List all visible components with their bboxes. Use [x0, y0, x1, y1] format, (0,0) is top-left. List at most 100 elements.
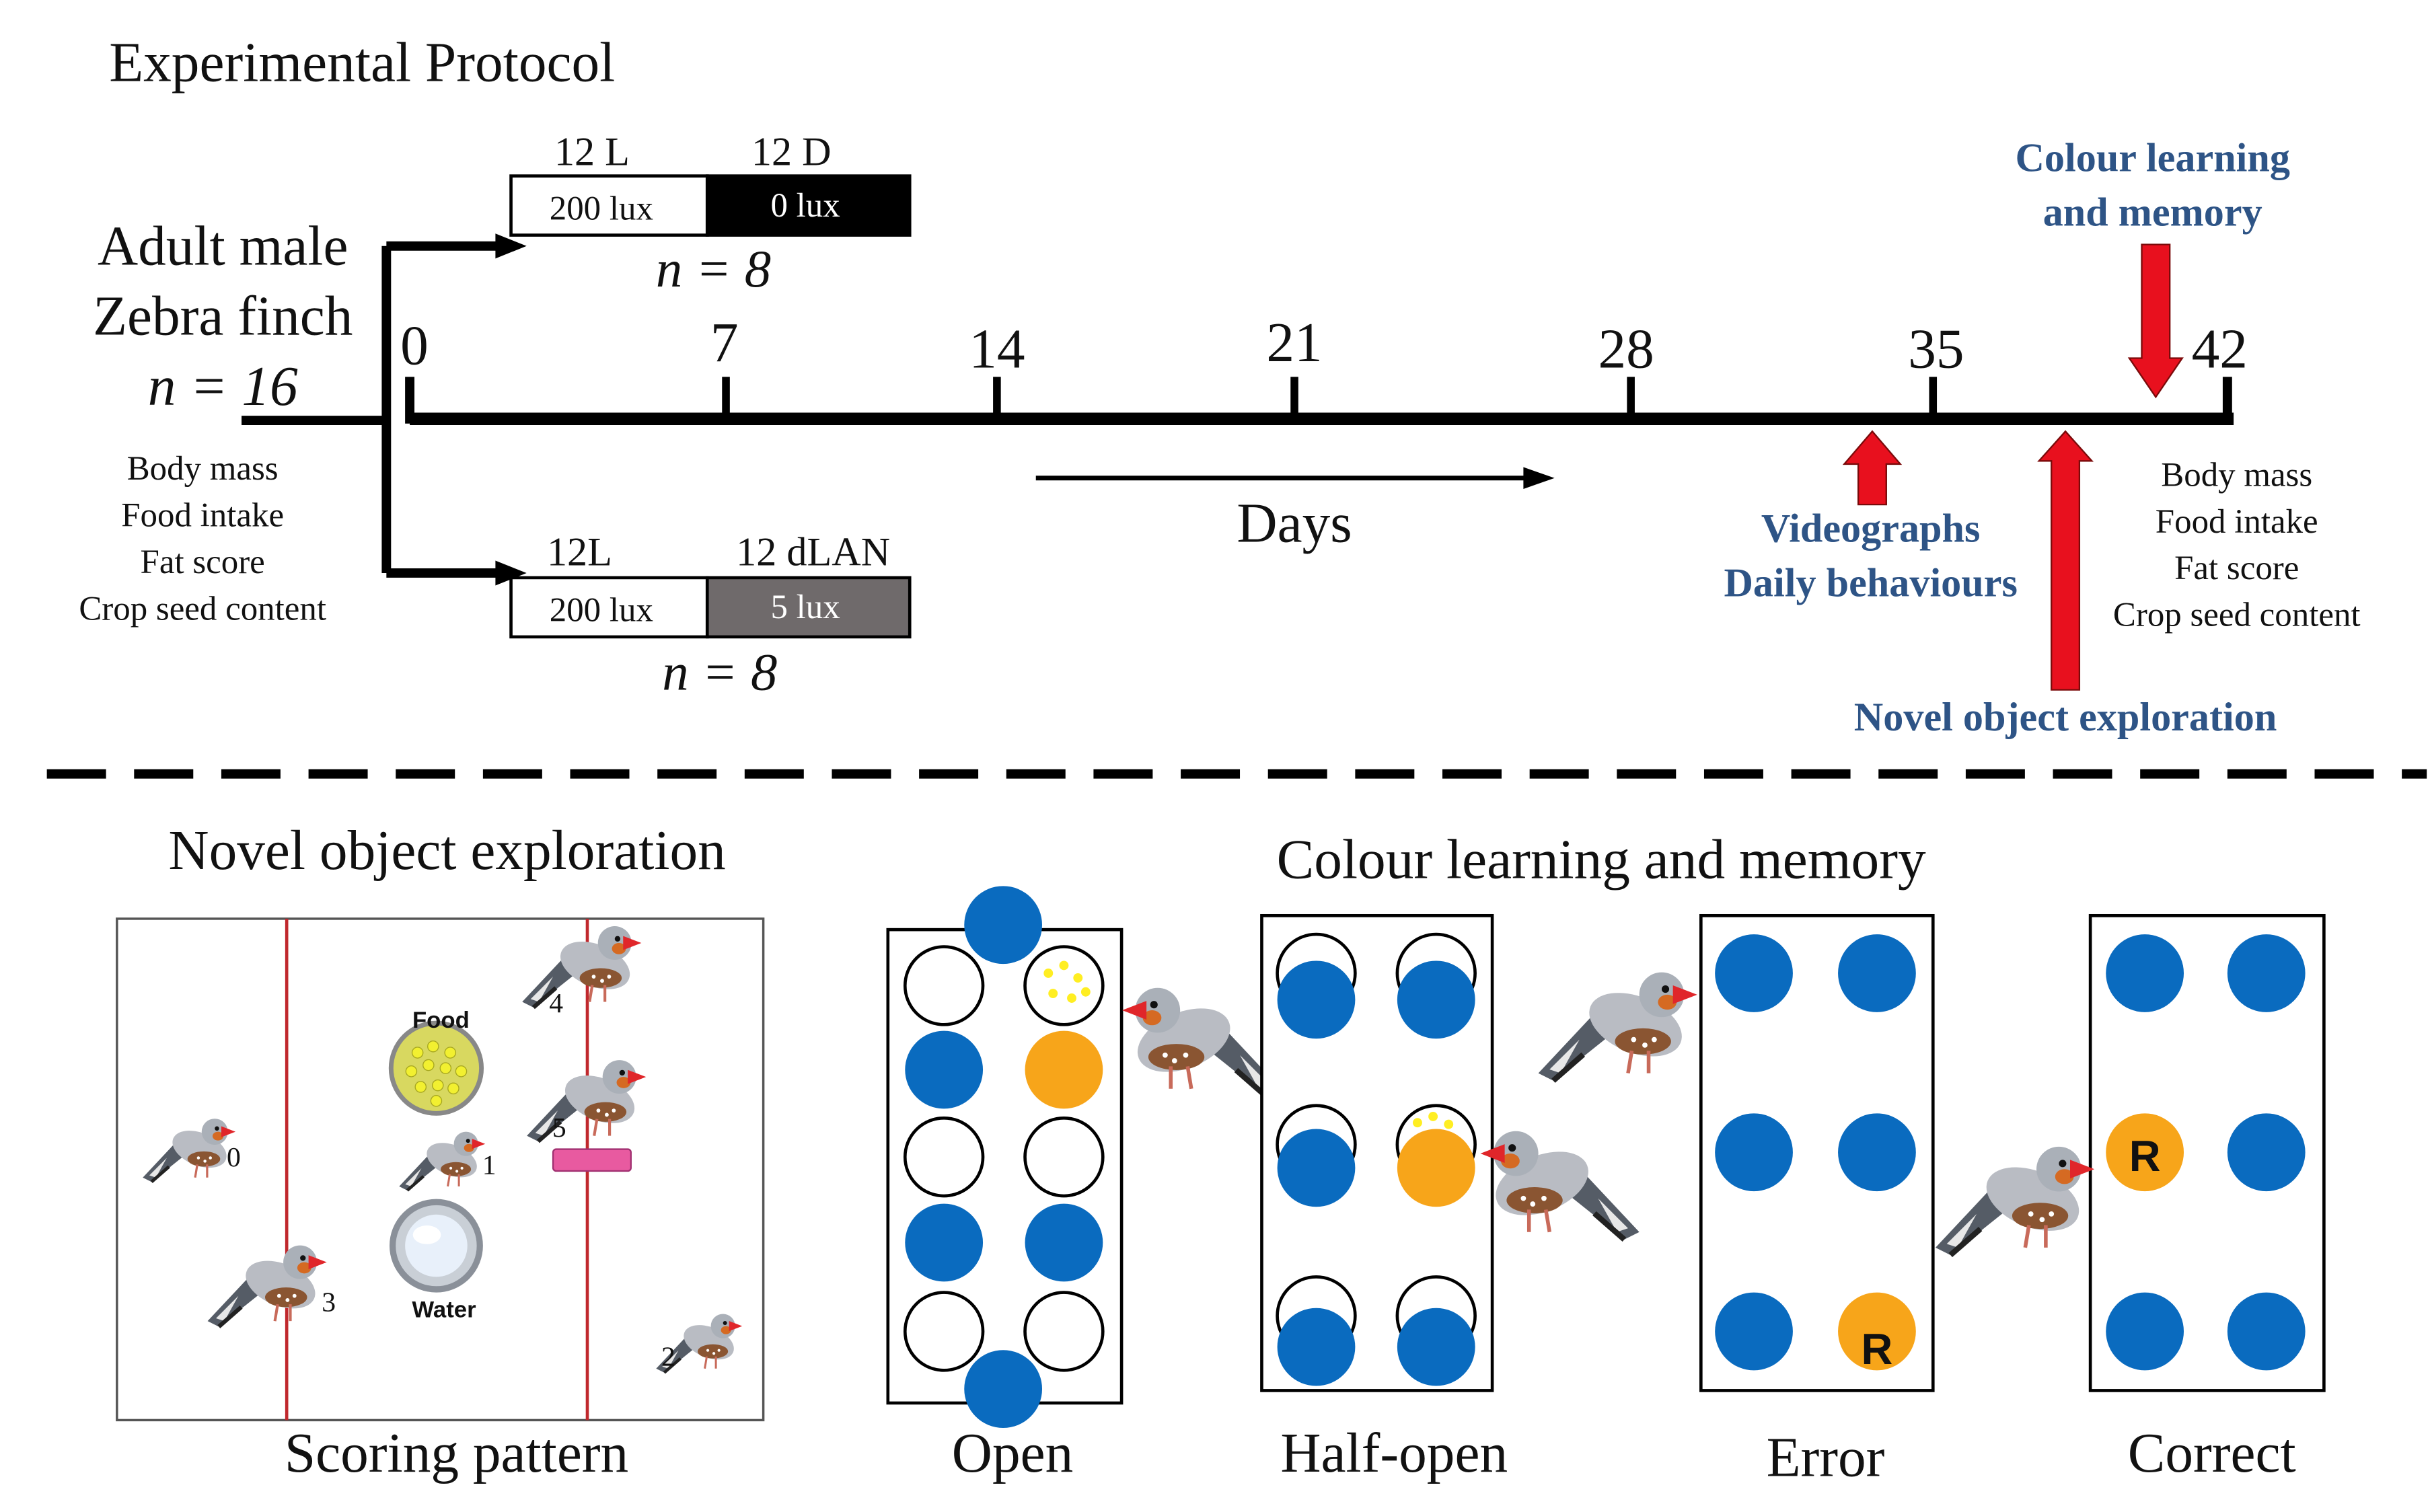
novel-object	[552, 1148, 632, 1172]
event-label-and-memory: and memory	[2043, 190, 2262, 235]
dark-phase-box	[705, 174, 912, 237]
baseline-measure: Body mass	[127, 450, 279, 488]
light-phase-box	[509, 576, 709, 639]
empty-well	[1023, 1116, 1105, 1198]
timeline-tick-label: 21	[1266, 312, 1322, 374]
dark-phase-value: 0 lux	[770, 187, 840, 225]
timeline-tick-label: 28	[1598, 318, 1654, 380]
novel-object-title: Novel object exploration	[168, 820, 725, 882]
days-arrow: Days	[1035, 467, 1555, 555]
blue-cover	[1277, 1129, 1356, 1207]
end-measure: Body mass	[2161, 456, 2312, 494]
colour-learning-title: Colour learning and memory	[1277, 829, 1926, 891]
baseline-measure: Food intake	[121, 497, 284, 535]
group-n: n = 8	[656, 240, 771, 299]
group-dlan: 12L 12 dLAN 200 lux 5 lux n = 8	[509, 529, 912, 702]
reward-label: R	[1862, 1324, 1893, 1373]
timeline-axis-label: Days	[1237, 493, 1352, 555]
branch-arrowhead-top	[495, 233, 527, 259]
subject-line1: Adult male	[98, 216, 348, 278]
blue-cover	[1277, 1308, 1356, 1386]
blue-cover	[1838, 1113, 1916, 1192]
baseline-measure: Fat score	[141, 543, 265, 581]
empty-well	[903, 1116, 985, 1198]
panel-label: Correct	[2128, 1423, 2296, 1484]
subject-line2: Zebra finch	[93, 286, 353, 348]
arena: Food Water 0 1 2 3 4 5	[116, 917, 765, 1422]
reward-label: R	[2129, 1131, 2161, 1180]
panel-open	[886, 886, 1281, 1428]
panel-label: Error	[1767, 1427, 1885, 1489]
panel-label: Open	[952, 1423, 1074, 1484]
baseline-measure: Crop seed content	[79, 590, 326, 628]
blue-cover	[1277, 960, 1356, 1039]
panel-half-open	[1260, 913, 1639, 1392]
well-cover	[964, 1350, 1043, 1428]
blue-cover	[2227, 934, 2306, 1012]
blue-cover	[1838, 934, 1916, 1012]
empty-well	[1023, 1291, 1105, 1372]
subject-label: Adult male Zebra finch n = 16	[93, 216, 353, 418]
blue-cover	[2106, 1292, 2184, 1371]
panel-label: Half-open	[1280, 1423, 1508, 1484]
position-label: 0	[227, 1142, 241, 1173]
panel-correct: R	[1936, 913, 2326, 1392]
blue-cover	[1025, 1203, 1103, 1282]
light-phase-value: 200 lux	[550, 592, 653, 630]
group-control: 12 L 12 D 200 lux 0 lux n = 8	[509, 129, 912, 299]
timeline-tick-label: 35	[1908, 318, 1964, 380]
protocol-title: Experimental Protocol	[109, 32, 615, 93]
dark-phase-value: 5 lux	[770, 589, 840, 626]
water-label: Water	[412, 1297, 476, 1323]
finch-icon	[1480, 1131, 1639, 1240]
well-cover	[964, 886, 1043, 965]
reward-cover	[1838, 1292, 1916, 1371]
blue-cover	[2227, 1292, 2306, 1371]
finch-icon	[1539, 973, 1697, 1081]
reward-cover	[2106, 1113, 2184, 1192]
empty-well	[903, 945, 985, 1026]
position-label: 5	[552, 1112, 566, 1143]
blue-cover	[1397, 960, 1475, 1039]
group-branch	[242, 241, 499, 578]
orange-cover	[1397, 1129, 1475, 1207]
end-measures: Body mass Food intake Fat score Crop see…	[2113, 456, 2361, 634]
timeline-tick-label: 0	[400, 315, 429, 377]
light-phase-label: 12L	[547, 529, 612, 574]
event-arrow-videographs	[1842, 430, 1903, 506]
position-label: 1	[482, 1150, 496, 1181]
position-label: 3	[322, 1287, 336, 1318]
food-dish	[388, 1020, 484, 1116]
food-label: Food	[412, 1008, 470, 1033]
event-arrow-colour-learning	[2127, 243, 2184, 399]
event-label-novel-object: Novel object exploration	[1854, 695, 2277, 740]
branch-arrowhead-bottom	[495, 560, 527, 586]
position-label: 4	[549, 988, 563, 1019]
end-measure: Food intake	[2156, 503, 2318, 541]
water-dish	[389, 1199, 483, 1293]
blue-cover	[2227, 1113, 2306, 1192]
dark-phase-box	[705, 576, 912, 639]
light-phase-label: 12 L	[554, 129, 630, 174]
food-well	[1023, 945, 1105, 1026]
finch-icon	[1122, 988, 1281, 1096]
orange-cover	[1025, 1030, 1103, 1109]
empty-well	[903, 1291, 985, 1372]
group-n: n = 8	[662, 644, 777, 702]
blue-cover	[905, 1203, 984, 1282]
event-label-daily-behaviours: Daily behaviours	[1724, 561, 2017, 606]
subject-n: n = 16	[148, 356, 298, 418]
event-label-colour-learning: Colour learning	[2015, 136, 2290, 181]
baseline-measures: Body mass Food intake Fat score Crop see…	[79, 450, 326, 628]
timeline-tick-label: 42	[2192, 318, 2248, 380]
panel-error: R	[1539, 913, 1935, 1392]
dark-phase-label: 12 dLAN	[736, 529, 890, 574]
scoring-pattern-caption: Scoring pattern	[285, 1423, 628, 1484]
blue-cover	[1715, 1292, 1793, 1371]
light-phase-value: 200 lux	[550, 190, 653, 227]
end-measure: Crop seed content	[2113, 597, 2361, 634]
event-labels: Videographs Daily behaviours Novel objec…	[1724, 136, 2290, 740]
timeline-axis: 0 7 14 21 28 35 42	[400, 312, 2248, 426]
seed-dots	[1413, 1112, 1454, 1129]
event-label-videographs: Videographs	[1761, 506, 1981, 552]
